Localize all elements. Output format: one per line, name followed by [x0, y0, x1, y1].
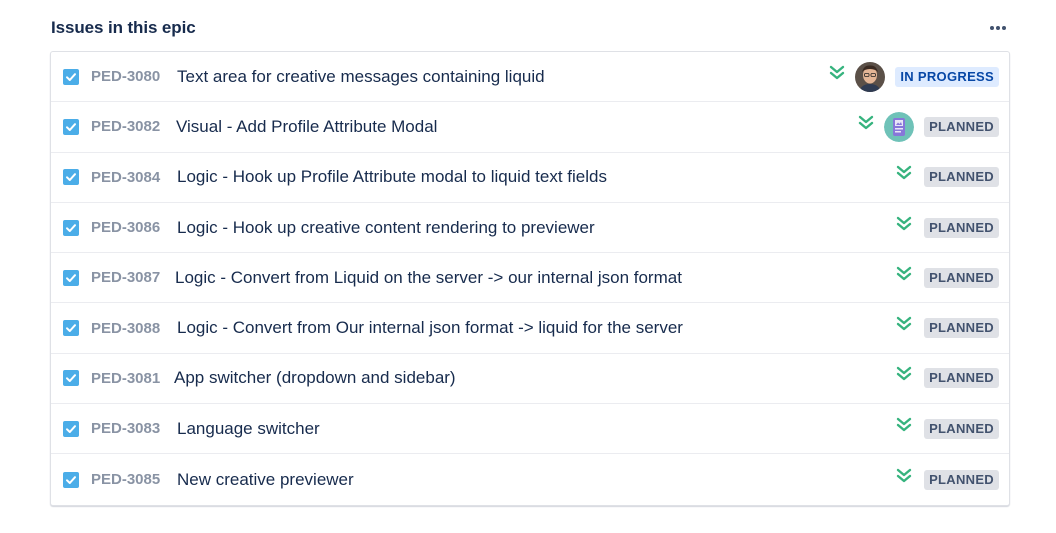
task-checkbox-icon — [63, 471, 79, 488]
status-badge[interactable]: PLANNED — [924, 368, 999, 389]
issue-row-ped-3086[interactable]: PED-3086 Logic - Hook up creative conten… — [51, 203, 1009, 254]
issue-summary[interactable]: App switcher (dropdown and sidebar) — [174, 368, 456, 388]
issue-summary[interactable]: New creative previewer — [177, 469, 354, 489]
issue-key[interactable]: PED-3083 — [91, 420, 161, 438]
issue-meta: PLANNED — [894, 303, 999, 352]
priority-lowest-icon — [894, 466, 914, 486]
issue-meta: PLANNED — [894, 354, 999, 403]
issue-row-ped-3087[interactable]: PED-3087 Logic - Convert from Liquid on … — [51, 253, 1009, 304]
issue-summary[interactable]: Visual - Add Profile Attribute Modal — [176, 116, 438, 136]
default-avatar-icon — [884, 111, 915, 142]
ellipsis-icon — [990, 26, 1006, 30]
issue-summary[interactable]: Logic - Convert from Our internal json f… — [177, 318, 683, 338]
task-checkbox-icon — [63, 269, 79, 286]
issue-key[interactable]: PED-3082 — [91, 118, 161, 136]
panel-title: Issues in this epic — [51, 18, 196, 37]
issue-row-ped-3088[interactable]: PED-3088 Logic - Convert from Our intern… — [51, 303, 1009, 354]
status-badge[interactable]: IN PROGRESS — [895, 66, 999, 87]
issue-key[interactable]: PED-3088 — [91, 319, 161, 337]
issue-meta: PLANNED — [894, 253, 999, 302]
status-badge[interactable]: PLANNED — [924, 418, 999, 439]
issue-key[interactable]: PED-3080 — [91, 68, 161, 86]
issue-meta: PLANNED — [894, 203, 999, 252]
status-badge[interactable]: PLANNED — [924, 217, 999, 238]
status-badge[interactable]: PLANNED — [924, 116, 999, 137]
assignee-avatar[interactable] — [855, 61, 886, 92]
issue-key[interactable]: PED-3086 — [91, 219, 161, 237]
issue-summary[interactable]: Text area for creative messages containi… — [177, 66, 545, 86]
issue-list: PED-3080 Text area for creative messages… — [50, 51, 1010, 506]
issue-meta: IN PROGRESS — [827, 52, 999, 101]
issue-key[interactable]: PED-3085 — [91, 471, 161, 489]
user-photo-avatar — [855, 61, 886, 92]
assignee-avatar[interactable] — [884, 111, 915, 142]
priority-lowest-icon — [827, 63, 847, 83]
issue-meta: PLANNED — [894, 153, 999, 202]
status-badge[interactable]: PLANNED — [924, 167, 999, 188]
more-actions-button[interactable] — [985, 15, 1011, 41]
task-checkbox-icon — [63, 320, 79, 337]
issue-summary[interactable]: Logic - Convert from Liquid on the serve… — [175, 267, 682, 287]
issue-row-ped-3085[interactable]: PED-3085 New creative previewer PLANNED — [51, 454, 1009, 504]
issue-summary[interactable]: Language switcher — [177, 418, 320, 438]
issue-row-ped-3083[interactable]: PED-3083 Language switcher PLANNED — [51, 404, 1009, 455]
panel-header: Issues in this epic — [51, 14, 1009, 42]
issue-row-ped-3082[interactable]: PED-3082 Visual - Add Profile Attribute … — [51, 102, 1009, 153]
issue-meta: PLANNED — [894, 404, 999, 453]
priority-lowest-icon — [894, 364, 914, 384]
issue-row-ped-3084[interactable]: PED-3084 Logic - Hook up Profile Attribu… — [51, 153, 1009, 203]
priority-lowest-icon — [894, 163, 914, 183]
status-badge[interactable]: PLANNED — [924, 267, 999, 288]
task-checkbox-icon — [63, 219, 79, 236]
priority-lowest-icon — [894, 264, 914, 284]
task-checkbox-icon — [63, 420, 79, 437]
issue-key[interactable]: PED-3084 — [91, 168, 161, 186]
issue-key[interactable]: PED-3081 — [91, 369, 161, 387]
status-badge[interactable]: PLANNED — [924, 318, 999, 339]
task-checkbox-icon — [63, 68, 79, 85]
task-checkbox-icon — [63, 169, 79, 186]
priority-lowest-icon — [894, 214, 914, 234]
priority-lowest-icon — [894, 314, 914, 334]
issue-row-ped-3081[interactable]: PED-3081 App switcher (dropdown and side… — [51, 354, 1009, 405]
task-checkbox-icon — [63, 118, 79, 135]
issue-summary[interactable]: Logic - Hook up Profile Attribute modal … — [177, 167, 607, 187]
issue-meta: PLANNED — [894, 454, 999, 504]
issue-summary[interactable]: Logic - Hook up creative content renderi… — [177, 217, 595, 237]
issue-key[interactable]: PED-3087 — [91, 269, 161, 287]
status-badge[interactable]: PLANNED — [924, 469, 999, 490]
task-checkbox-icon — [63, 370, 79, 387]
issue-meta: PLANNED — [856, 102, 999, 151]
priority-lowest-icon — [856, 113, 876, 133]
issue-row-ped-3080[interactable]: PED-3080 Text area for creative messages… — [51, 52, 1009, 103]
priority-lowest-icon — [894, 415, 914, 435]
